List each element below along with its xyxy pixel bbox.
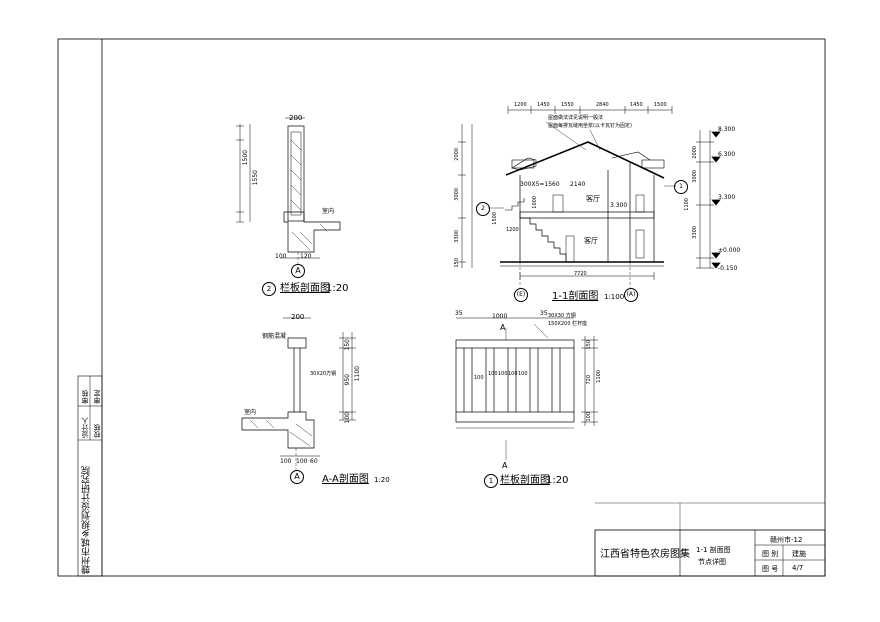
aa-right-dim-4: 1100	[354, 366, 361, 382]
s11-level-4: ±0.000	[718, 247, 741, 254]
aa-bottom-dim-3: 60	[310, 458, 318, 465]
d1-label-1: 30X30 方钢	[548, 313, 576, 319]
detail2-number: 2	[262, 282, 276, 296]
s11-width: 7720	[574, 271, 587, 277]
detail2-dim-b1: 100	[275, 253, 287, 260]
aa-bottom-dim-2: 100	[296, 458, 308, 465]
s11-room-2: 客厅	[584, 237, 598, 245]
side-row1-name: 审定	[93, 390, 101, 404]
detail2-axis-mark: A	[291, 264, 305, 278]
s11-scale: 1:100	[604, 293, 625, 301]
d1-label-2: 150X200 栏杆座	[548, 321, 588, 327]
s11-right-dim-2: 3000	[692, 170, 698, 183]
s11-left-dim-2: 3000	[454, 188, 460, 201]
s11-axis-e: (E)	[514, 288, 528, 302]
s11-level-2: 6.300	[718, 151, 736, 158]
s11-top-dim-4: 2840	[596, 102, 609, 108]
aa-title: A-A剖面图	[322, 474, 369, 485]
s11-mark-1: 1	[674, 180, 688, 194]
detail2-dim-left: 1500	[242, 150, 249, 166]
number-label: 图 号	[762, 565, 779, 573]
d1-number: 1	[484, 474, 498, 488]
d1-right-dim-3: 100	[586, 412, 592, 422]
s11-right-dim-1: 2000	[692, 146, 698, 159]
s11-right-dim-4: 3300	[692, 226, 698, 239]
s11-label-2: 2140	[570, 181, 586, 188]
aa-label-1: 钢筋混凝	[262, 333, 287, 340]
aa-label-3: 室内	[244, 409, 257, 416]
sheet-code: 赣州市-12	[770, 536, 803, 544]
d1-spacing-3: 100	[498, 371, 508, 377]
s11-top-dim-6: 1500	[654, 102, 667, 108]
detail2-scale: 1:20	[326, 283, 349, 294]
side-row1: 审核	[81, 390, 89, 404]
s11-label-6: 1200	[506, 227, 519, 233]
d1-dim-1: 35	[455, 310, 463, 317]
d1-dim-2: 1000	[492, 313, 508, 320]
s11-top-dim-2: 1450	[537, 102, 550, 108]
s11-level-5: -0.150	[718, 265, 738, 272]
number-value: 4/7	[792, 564, 804, 572]
s11-level-3: 3.300	[718, 194, 736, 201]
s11-axis-a: (A)	[624, 288, 638, 302]
side-row2-name: 校核	[93, 424, 101, 438]
s11-title: 1-1剖面图	[552, 291, 599, 302]
s11-left-dim-1: 2000	[454, 148, 460, 161]
d1-title: 栏板剖面图	[500, 475, 550, 486]
detail2-dim-top: 200	[289, 114, 303, 122]
aa-label-2: 30X20方钢	[310, 371, 337, 377]
s11-top-dim-1: 1200	[514, 102, 527, 108]
s11-label-3: 3.300	[610, 202, 628, 209]
aa-bottom-dim-1: 100	[280, 458, 292, 465]
s11-right-dim-3: 1100	[684, 198, 690, 211]
s11-top-dim-5: 1450	[630, 102, 643, 108]
s11-label-4: 1000	[532, 196, 538, 209]
s11-left-dim-3: 3300	[454, 230, 460, 243]
s11-mark-2: 2	[476, 202, 490, 216]
d1-spacing-4: 100	[508, 371, 518, 377]
aa-right-dim-1: 150	[344, 339, 351, 351]
detail2-dim-left2: 1550	[252, 170, 259, 186]
detail2-note: 室内	[322, 208, 335, 215]
aa-right-dim-2: 950	[344, 374, 351, 386]
aa-axis-mark: A	[290, 470, 304, 484]
s11-note-2: 屋面每排瓦缝用坐浆(以卡瓦钉为固定)	[548, 123, 632, 129]
s11-label-1: 300X5=1560	[520, 181, 560, 188]
d1-right-dim-4: 1100	[596, 370, 602, 383]
s11-room-1: 客厅	[586, 195, 600, 203]
d1-right-dim-1: 150	[586, 340, 592, 350]
sheet-title-2: 节点详图	[698, 558, 726, 566]
s11-label-5: 1500	[492, 212, 498, 225]
d1-spacing-2: 100	[488, 371, 498, 377]
aa-top-dim: 200	[291, 313, 305, 321]
d1-section-top: A	[500, 323, 506, 332]
detail2-dim-b2: 120	[300, 253, 312, 260]
aa-scale: 1:20	[374, 476, 390, 484]
category-value: 建施	[792, 550, 806, 558]
detail2-title: 栏板剖面图	[280, 283, 330, 294]
d1-spacing-1: 100	[474, 375, 484, 381]
institute-name: 赣州市城乡规划设计研究院	[82, 466, 92, 574]
d1-scale: 1:20	[546, 475, 569, 486]
side-row2: 设计人	[81, 417, 89, 438]
aa-right-dim-3: 100	[344, 412, 351, 424]
category-label: 图 别	[762, 550, 779, 558]
d1-spacing-5: 100	[518, 371, 528, 377]
s11-level-1: 8.300	[718, 126, 736, 133]
s11-note-1: 屋面做法详见说明一般法	[548, 115, 604, 121]
s11-top-dim-3: 1550	[561, 102, 574, 108]
d1-dim-3: 35	[540, 310, 548, 317]
atlas-title: 江西省特色农房图集	[600, 549, 690, 560]
s11-left-dim-4: 150	[454, 258, 460, 268]
sheet-title-1: 1-1 剖面图	[696, 546, 731, 554]
d1-section-bottom: A	[502, 461, 508, 470]
d1-right-dim-2: 720	[586, 375, 592, 385]
